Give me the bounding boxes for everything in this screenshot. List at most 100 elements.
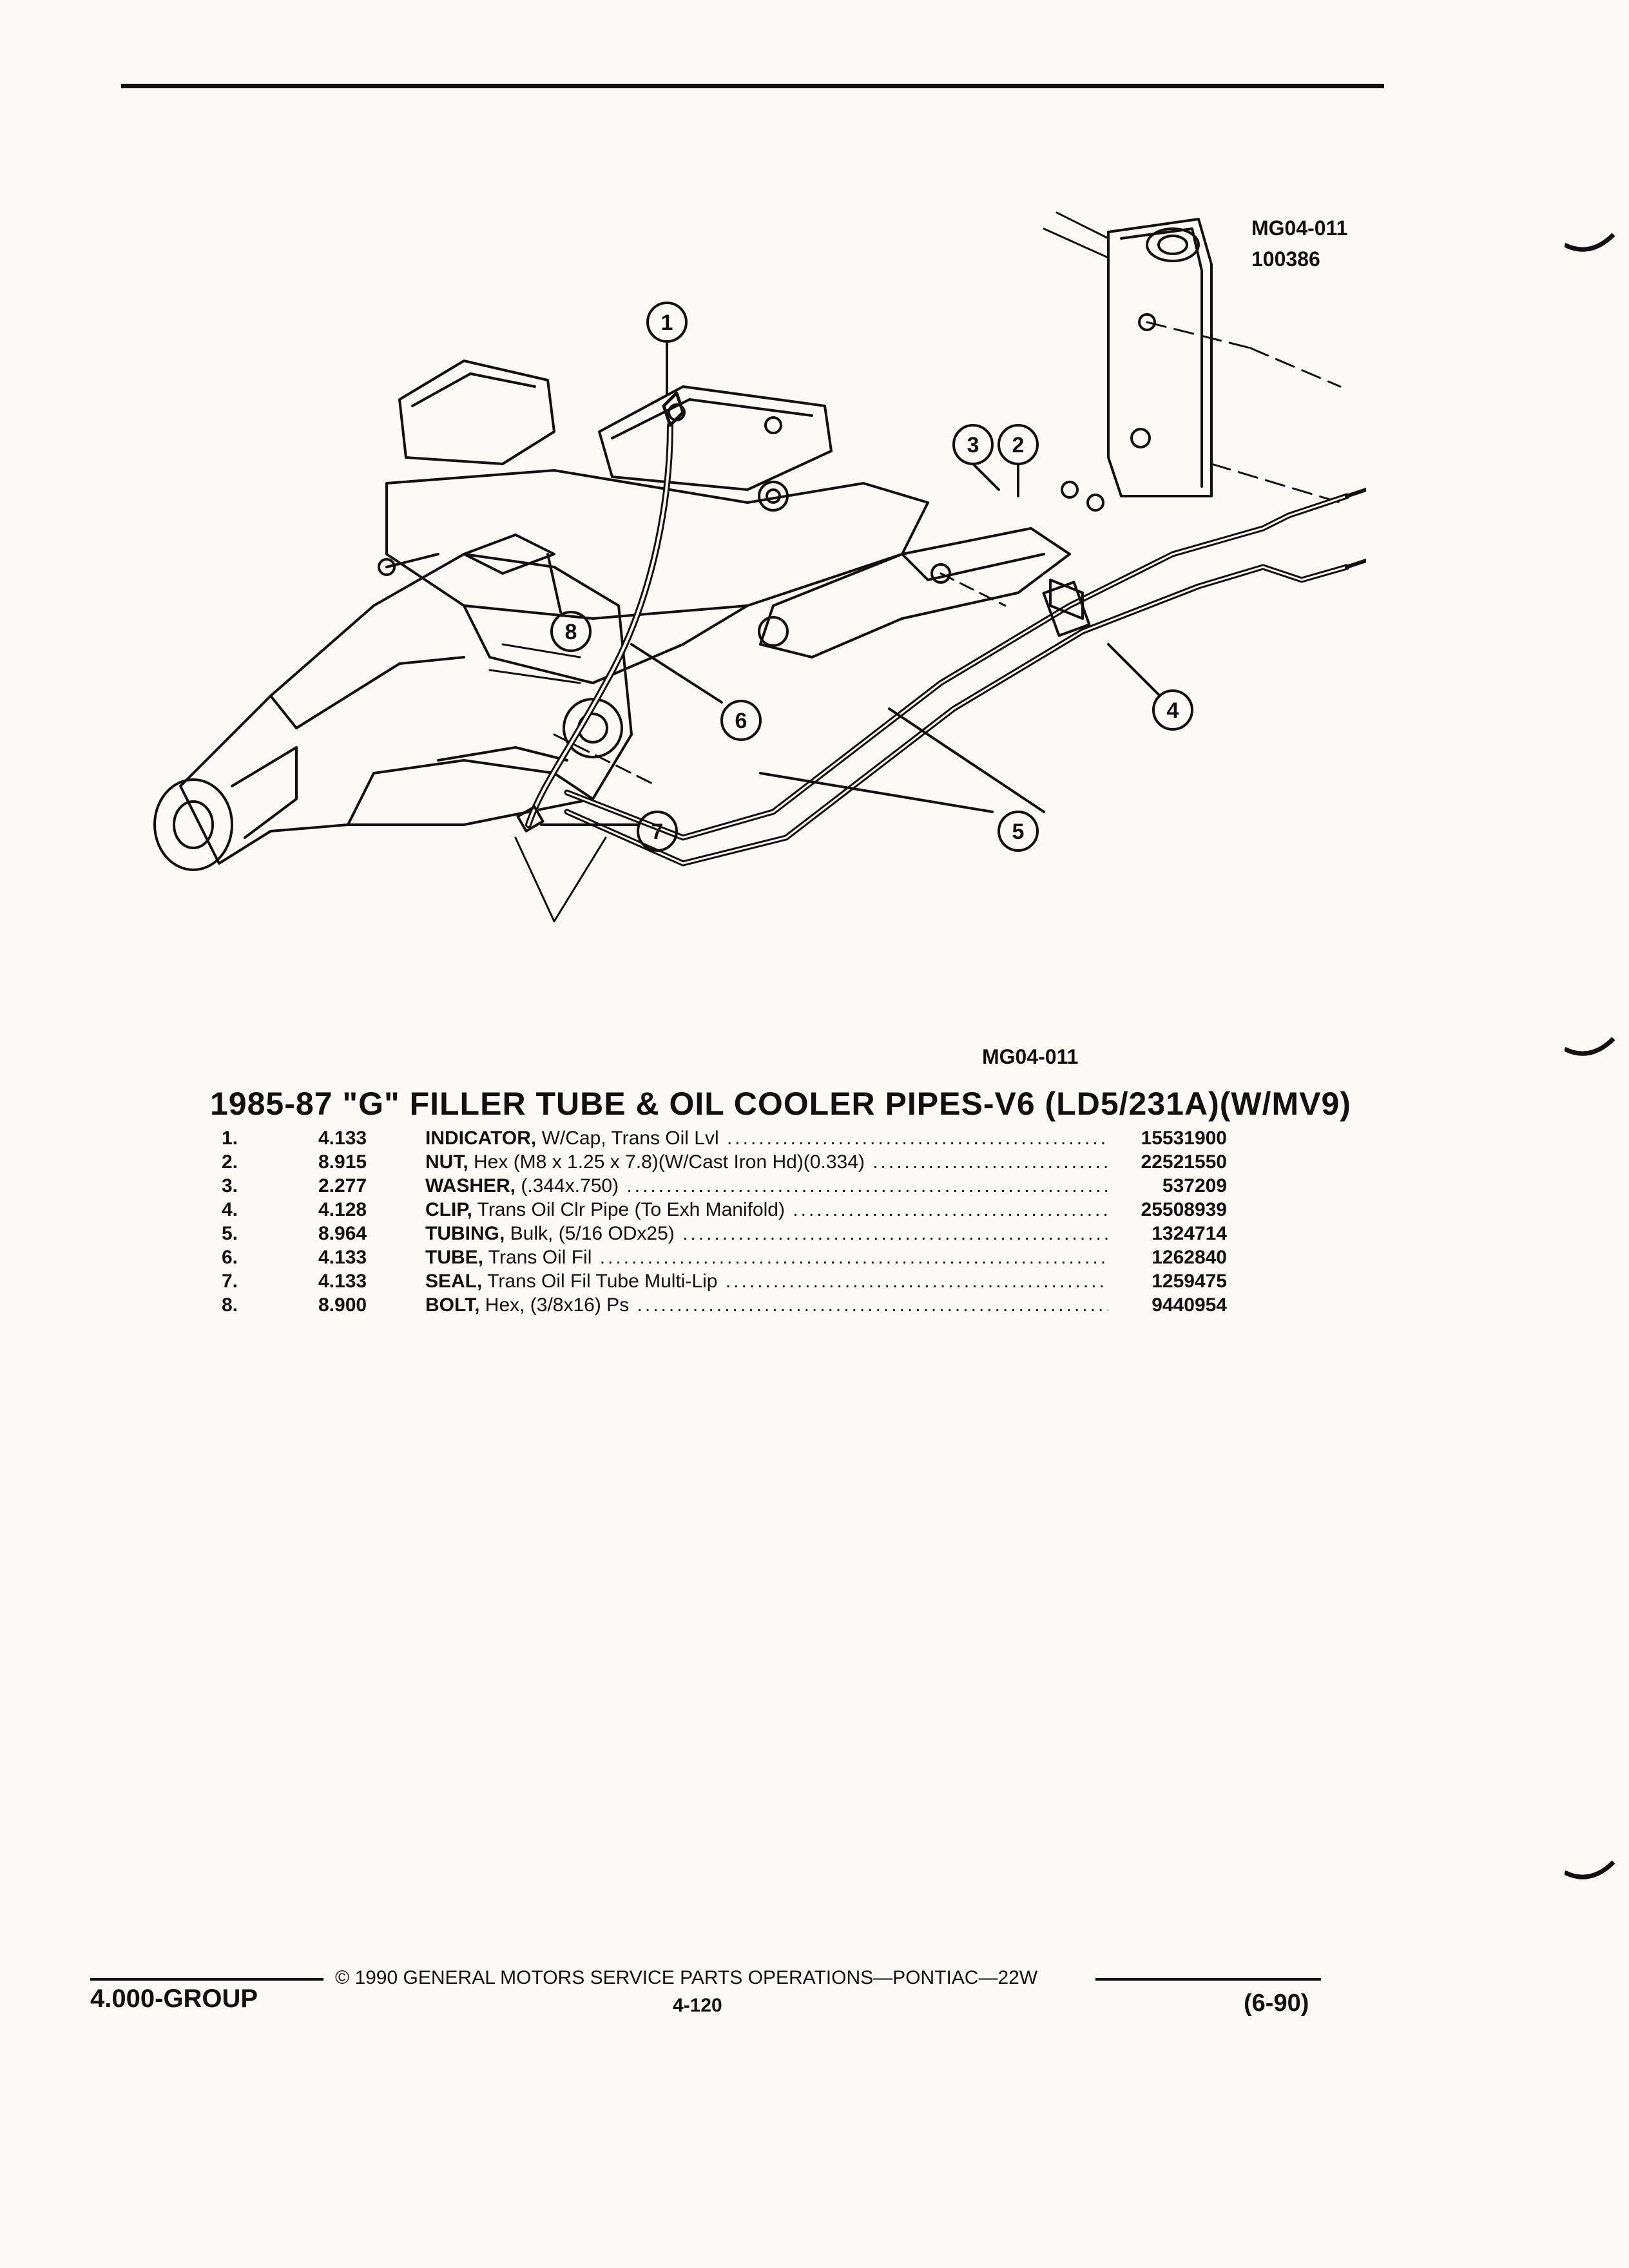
top-rule <box>121 84 1384 88</box>
binding-tick-3 <box>1565 1860 1615 1879</box>
svg-text:4: 4 <box>1167 698 1179 723</box>
leader-dots: ........................................… <box>682 1223 1108 1244</box>
part-detail: W/Cap, Trans Oil Lvl <box>536 1128 719 1149</box>
part-row: 6. 4.133 TUBE, Trans Oil Fil .............… <box>222 1247 1227 1271</box>
figure-id-bottom: MG04-011 <box>982 1045 1079 1068</box>
part-group-number: 4.133 <box>318 1247 367 1268</box>
part-description: INDICATOR, W/Cap, Trans Oil Lvl ........… <box>425 1128 1108 1149</box>
part-detail: Bulk, (5/16 ODx25) <box>505 1223 675 1244</box>
part-name: TUBING, <box>425 1223 505 1244</box>
part-row: 5. 8.964 TUBING, Bulk, (5/16 ODx25) ......… <box>222 1223 1227 1247</box>
svg-text:8: 8 <box>565 620 577 644</box>
callout-5: 5 <box>998 811 1039 852</box>
figure-code: 100386 <box>1251 247 1320 271</box>
footer-rule-left <box>90 1978 323 1981</box>
part-number: 15531900 <box>1141 1128 1227 1149</box>
filler-tube <box>516 391 685 832</box>
svg-text:3: 3 <box>967 433 979 457</box>
part-description: WASHER, (.344x.750) ....................… <box>425 1175 1108 1197</box>
part-ref-number: 3. <box>222 1175 238 1196</box>
part-group-number: 8.964 <box>318 1223 367 1244</box>
part-name: SEAL, <box>425 1271 483 1292</box>
part-ref-number: 1. <box>222 1128 238 1149</box>
svg-text:7: 7 <box>651 820 664 844</box>
exhaust-manifold <box>758 527 1071 658</box>
part-name: BOLT, <box>425 1294 480 1316</box>
engine-block <box>385 360 929 684</box>
footer-copyright: © 1990 GENERAL MOTORS SERVICE PARTS OPER… <box>335 1967 1038 1988</box>
part-row: 7. 4.133 SEAL, Trans Oil Fil Tube Multi-Li… <box>222 1271 1227 1294</box>
part-ref-number: 6. <box>222 1247 238 1268</box>
part-row: 1. 4.133 INDICATOR, W/Cap, Trans Oil Lvl .… <box>222 1128 1227 1151</box>
part-group-number: 4.128 <box>318 1199 367 1220</box>
part-group-number: 8.900 <box>318 1294 367 1316</box>
part-ref-number: 2. <box>222 1151 238 1173</box>
part-ref-number: 7. <box>222 1271 238 1292</box>
footer-page-number: 4-120 <box>673 1995 722 2016</box>
svg-text:5: 5 <box>1012 820 1025 844</box>
part-description: CLIP, Trans Oil Clr Pipe (To Exh Manifol… <box>425 1199 1108 1221</box>
leader-dots: ........................................… <box>793 1199 1108 1220</box>
part-detail: Trans Oil Fil <box>483 1247 592 1268</box>
footer-group: 4.000-GROUP <box>90 1984 258 2013</box>
binding-tick-1 <box>1565 233 1615 252</box>
part-group-number: 8.915 <box>318 1151 367 1173</box>
part-detail: Trans Oil Fil Tube Multi-Lip <box>482 1271 718 1292</box>
part-group-number: 4.133 <box>318 1128 367 1149</box>
svg-text:2: 2 <box>1012 433 1025 457</box>
part-description: TUBING, Bulk, (5/16 ODx25) .............… <box>425 1223 1108 1245</box>
part-description: TUBE, Trans Oil Fil ....................… <box>425 1247 1108 1269</box>
part-detail: Hex (M8 x 1.25 x 7.8)(W/Cast Iron Hd)(0.… <box>468 1151 865 1173</box>
callout-1: 1 <box>646 302 688 343</box>
part-row: 4. 4.128 CLIP, Trans Oil Clr Pipe (To Exh … <box>222 1199 1227 1223</box>
transmission <box>153 553 633 923</box>
leader-dots: ........................................… <box>726 1128 1108 1149</box>
part-row: 8. 8.900 BOLT, Hex, (3/8x16) Ps ..........… <box>222 1294 1227 1318</box>
leader-dots: ........................................… <box>626 1175 1108 1196</box>
leader-dots: ........................................… <box>599 1247 1108 1268</box>
leader-dots: ........................................… <box>725 1271 1108 1292</box>
callout-6: 6 <box>720 700 762 741</box>
callout-8: 8 <box>550 611 592 652</box>
part-number: 537209 <box>1162 1175 1227 1196</box>
part-description: SEAL, Trans Oil Fil Tube Multi-Lip .....… <box>425 1271 1108 1293</box>
part-number: 22521550 <box>1141 1151 1227 1173</box>
part-number: 25508939 <box>1141 1199 1227 1220</box>
exploded-parts-diagram: 1 2 3 4 5 6 7 8 <box>153 211 1366 923</box>
callout-2: 2 <box>998 424 1039 465</box>
part-name: WASHER, <box>425 1175 516 1196</box>
part-row: 3. 2.277 WASHER, (.344x.750) .............… <box>222 1175 1227 1199</box>
callout-3: 3 <box>952 424 994 465</box>
oil-cooler-pipes <box>553 488 1366 867</box>
parts-list: 1. 4.133 INDICATOR, W/Cap, Trans Oil Lvl .… <box>222 1128 1227 1318</box>
parts-title: 1985-87 "G" FILLER TUBE & OIL COOLER PIP… <box>210 1086 1351 1122</box>
part-ref-number: 5. <box>222 1223 238 1244</box>
part-name: INDICATOR, <box>425 1128 537 1149</box>
footer-rule-right <box>1095 1978 1321 1981</box>
svg-text:6: 6 <box>735 709 747 733</box>
part-ref-number: 4. <box>222 1199 238 1220</box>
part-number: 1262840 <box>1152 1247 1227 1268</box>
part-description: BOLT, Hex, (3/8x16) Ps .................… <box>425 1294 1108 1316</box>
radiator-tank <box>1043 211 1342 504</box>
part-detail: Trans Oil Clr Pipe (To Exh Manifold) <box>472 1199 785 1220</box>
part-group-number: 4.133 <box>318 1271 367 1292</box>
part-name: TUBE, <box>425 1247 483 1268</box>
hardware <box>378 481 1104 620</box>
part-description: NUT, Hex (M8 x 1.25 x 7.8)(W/Cast Iron H… <box>425 1151 1108 1173</box>
svg-text:1: 1 <box>661 311 673 335</box>
leader-dots: ........................................… <box>637 1294 1108 1316</box>
leader-dots: ........................................… <box>872 1151 1108 1173</box>
part-ref-number: 8. <box>222 1294 238 1316</box>
part-row: 2. 8.915 NUT, Hex (M8 x 1.25 x 7.8)(W/Cast… <box>222 1151 1227 1175</box>
figure-id-top: MG04-011 <box>1251 216 1348 240</box>
part-detail: (.344x.750) <box>516 1175 619 1196</box>
part-detail: Hex, (3/8x16) Ps <box>479 1294 630 1316</box>
part-name: NUT, <box>425 1151 468 1173</box>
part-number: 1324714 <box>1152 1223 1227 1244</box>
callout-4: 4 <box>1152 689 1193 731</box>
part-group-number: 2.277 <box>318 1175 367 1196</box>
footer-date: (6-90) <box>1244 1990 1309 2017</box>
part-name: CLIP, <box>425 1199 472 1220</box>
part-number: 9440954 <box>1152 1294 1227 1316</box>
